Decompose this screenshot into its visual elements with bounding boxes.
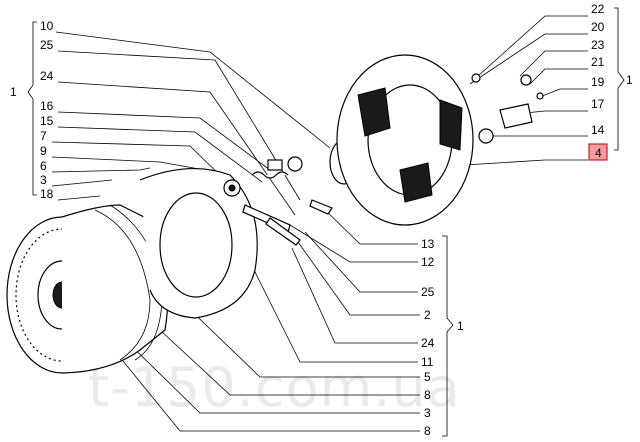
left-bracket (27, 21, 37, 196)
callout-25: 25 (40, 38, 54, 52)
callout-21: 21 (591, 55, 605, 69)
callout-16: 16 (40, 99, 54, 113)
callout-25b: 25 (421, 285, 435, 299)
callout-10: 10 (40, 19, 54, 33)
callout-18: 18 (40, 187, 54, 201)
callout-15: 15 (40, 114, 54, 128)
callout-24: 24 (40, 69, 54, 83)
callouts-left: 10 25 24 16 15 7 9 6 3 18 (40, 19, 54, 201)
group-label-left: 1 (10, 85, 17, 99)
leaders-right-top (464, 15, 588, 166)
callout-13: 13 (421, 237, 435, 251)
bottom-right-bracket (442, 235, 454, 437)
callout-11: 11 (421, 355, 434, 369)
callout-12: 12 (421, 255, 435, 269)
callout-5: 5 (424, 370, 431, 384)
right-top-bracket (614, 7, 625, 151)
callout-24b: 24 (421, 336, 435, 350)
watermark: t-150.com.ua (88, 356, 461, 419)
callouts-bottom-right: 13 12 25 2 24 11 5 8 3 8 (421, 237, 435, 438)
callout-2: 2 (424, 308, 431, 322)
callout-19: 19 (591, 75, 605, 89)
leaders-bottom-right (109, 204, 420, 432)
callout-9: 9 (40, 144, 47, 158)
bearing (223, 179, 241, 197)
callout-7: 7 (40, 129, 47, 143)
callout-23: 23 (591, 38, 605, 52)
clutch-cover (336, 54, 474, 226)
callout-22: 22 (591, 2, 605, 16)
group-label-bottom-right: 1 (457, 319, 464, 333)
callout-4: 4 (595, 146, 602, 160)
highlight-box-4 (588, 143, 608, 161)
callout-6: 6 (40, 159, 47, 173)
pressure-ring (139, 168, 258, 319)
callout-20: 20 (591, 20, 605, 34)
callout-8: 8 (424, 388, 431, 402)
spring-assembly (251, 156, 303, 179)
callout-14: 14 (591, 123, 605, 137)
callout-8b: 8 (424, 424, 431, 438)
hardware-small (471, 73, 544, 144)
callout-3b: 3 (424, 406, 431, 420)
callout-17: 17 (591, 97, 605, 111)
leaders-left (51, 31, 331, 216)
callout-3: 3 (40, 173, 47, 187)
group-label-right-top: 1 (626, 73, 633, 87)
callouts-right-top: 22 20 23 21 19 17 14 4 (588, 2, 608, 161)
